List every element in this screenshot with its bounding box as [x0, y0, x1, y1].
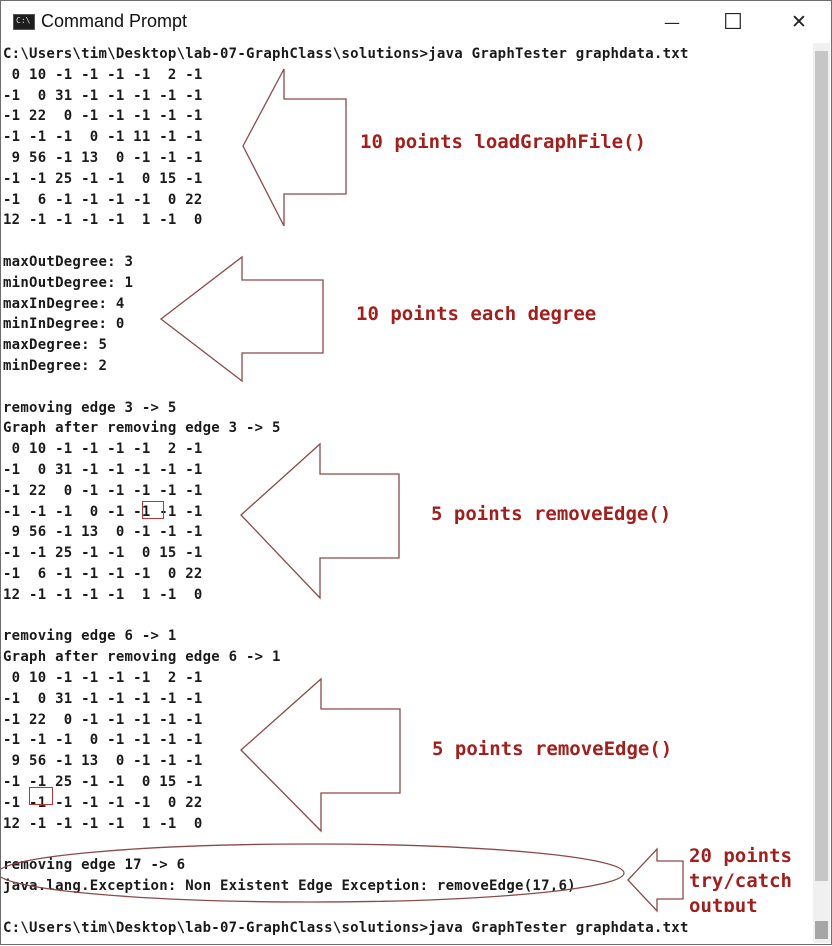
removed-edge-highlight	[29, 787, 53, 805]
console-line: -1 -1 -1 0 -1 -1 -1 -1	[3, 732, 203, 749]
console-line: -1 0 31 -1 -1 -1 -1 -1	[3, 87, 203, 104]
console-line: Graph after removing edge 6 -> 1	[3, 649, 281, 666]
annotation-load: 10 points loadGraphFile()	[360, 131, 646, 153]
command-prompt-icon: C:\	[13, 14, 35, 30]
console-line: removing edge 3 -> 5	[3, 399, 177, 416]
left-arrow-shape	[242, 68, 347, 227]
console-line: removing edge 17 -> 6	[3, 857, 186, 874]
scrollbar-down-button[interactable]	[815, 921, 828, 939]
console-line: C:\Users\tim\Desktop\lab-07-GraphClass\s…	[3, 46, 689, 62]
maximize-button[interactable]: ☐	[713, 7, 753, 37]
output-ellipse	[1, 843, 625, 903]
minimize-button[interactable]: —	[652, 7, 692, 37]
close-icon: ✕	[791, 11, 807, 33]
console-line: -1 6 -1 -1 -1 -1 0 22	[3, 191, 203, 208]
annotation-trycatch-2: try/catch	[689, 870, 792, 892]
window-title: Command Prompt	[41, 11, 188, 31]
console-line: Graph after removing edge 3 -> 5	[3, 420, 281, 437]
console-line: -1 -1 25 -1 -1 0 15 -1	[3, 170, 203, 187]
minimize-icon: —	[664, 12, 680, 32]
left-arrow-shape	[627, 847, 684, 913]
console-line: -1 22 0 -1 -1 -1 -1 -1	[3, 482, 203, 499]
console-line: removing edge 6 -> 1	[3, 628, 177, 645]
annotation-remove-2: 5 points removeEdge()	[432, 738, 673, 760]
console-line: -1 -1 -1 0 -1 11 -1 -1	[3, 129, 203, 146]
console-line: java.lang.Exception: Non Existent Edge E…	[3, 878, 576, 894]
console-line: maxOutDegree: 3	[3, 254, 134, 270]
console-line: -1 6 -1 -1 -1 -1 0 22	[3, 566, 203, 582]
left-arrow-shape	[240, 677, 401, 833]
annotation-remove-1: 5 points removeEdge()	[431, 503, 672, 525]
title-bar[interactable]: C:\ Command Prompt — ☐ ✕	[1, 1, 831, 43]
annotation-trycatch-3: output	[689, 895, 758, 912]
console-line: -1 0 31 -1 -1 -1 -1 -1	[3, 462, 203, 478]
console-line: -1 -1 25 -1 -1 0 15 -1	[3, 774, 203, 790]
console-line: -1 22 0 -1 -1 -1 -1 -1	[3, 108, 203, 125]
console-line: minDegree: 2	[3, 358, 108, 374]
console-line: maxDegree: 5	[3, 337, 108, 354]
close-button[interactable]: ✕	[779, 7, 819, 37]
console-line: -1 -1 -1 -1 -1 -1 0 22	[3, 794, 203, 811]
vertical-scrollbar[interactable]	[813, 43, 830, 943]
console-line: -1 -1 25 -1 -1 0 15 -1	[3, 545, 203, 562]
left-arrow-shape	[159, 255, 324, 383]
console-line: 9 56 -1 13 0 -1 -1 -1	[3, 524, 203, 541]
console-line: 12 -1 -1 -1 -1 1 -1 0	[3, 212, 203, 229]
console-line: 12 -1 -1 -1 -1 1 -1 0	[3, 815, 203, 832]
console-line: -1 22 0 -1 -1 -1 -1 -1	[3, 711, 203, 728]
console-line: minOutDegree: 1	[3, 274, 134, 291]
console-line: 9 56 -1 13 0 -1 -1 -1	[3, 753, 203, 770]
scrollbar-thumb[interactable]	[815, 51, 828, 881]
console-line: -1 -1 -1 0 -1 -1 -1 -1	[3, 503, 203, 520]
left-arrow-shape	[240, 442, 400, 600]
console-line: 0 10 -1 -1 -1 -1 2 -1	[3, 670, 203, 686]
console-line: maxInDegree: 4	[3, 295, 125, 312]
console-line: minInDegree: 0	[3, 316, 125, 333]
console-line: C:\Users\tim\Desktop\lab-07-GraphClass\s…	[3, 919, 689, 936]
annotation-trycatch-1: 20 points	[689, 845, 792, 867]
removed-edge-highlight	[142, 501, 164, 519]
console-line: 12 -1 -1 -1 -1 1 -1 0	[3, 586, 203, 603]
maximize-icon: ☐	[723, 9, 743, 35]
console-line: -1 0 31 -1 -1 -1 -1 -1	[3, 690, 203, 707]
console-line: 0 10 -1 -1 -1 -1 2 -1	[3, 66, 203, 83]
console-line: 0 10 -1 -1 -1 -1 2 -1	[3, 441, 203, 458]
console-line: 9 56 -1 13 0 -1 -1 -1	[3, 150, 203, 166]
annotation-degree: 10 points each degree	[356, 303, 597, 325]
